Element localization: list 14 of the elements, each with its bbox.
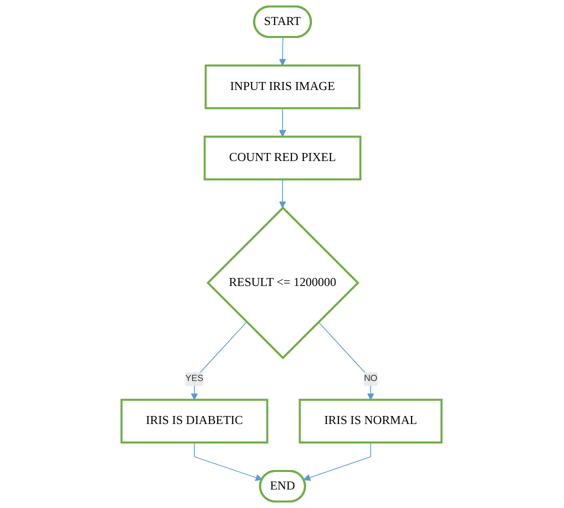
- arrow: [304, 442, 372, 481]
- node-box: IRIS IS DIABETIC: [120, 398, 269, 444]
- arrow: [191, 322, 248, 400]
- arrow: [279, 108, 287, 137]
- arrow: [194, 442, 263, 481]
- edge-label: NO: [364, 374, 378, 384]
- node-box: COUNT RED PIXEL: [204, 136, 362, 180]
- arrow: [279, 178, 287, 208]
- node-box: IRIS IS NORMAL: [299, 398, 443, 444]
- edge-label: YES: [186, 374, 204, 384]
- node-diamond: RESULT <= 1200000: [206, 206, 360, 360]
- node-box: INPUT IRIS IMAGE: [205, 64, 361, 110]
- arrow: [318, 322, 375, 400]
- arrow: [279, 37, 287, 66]
